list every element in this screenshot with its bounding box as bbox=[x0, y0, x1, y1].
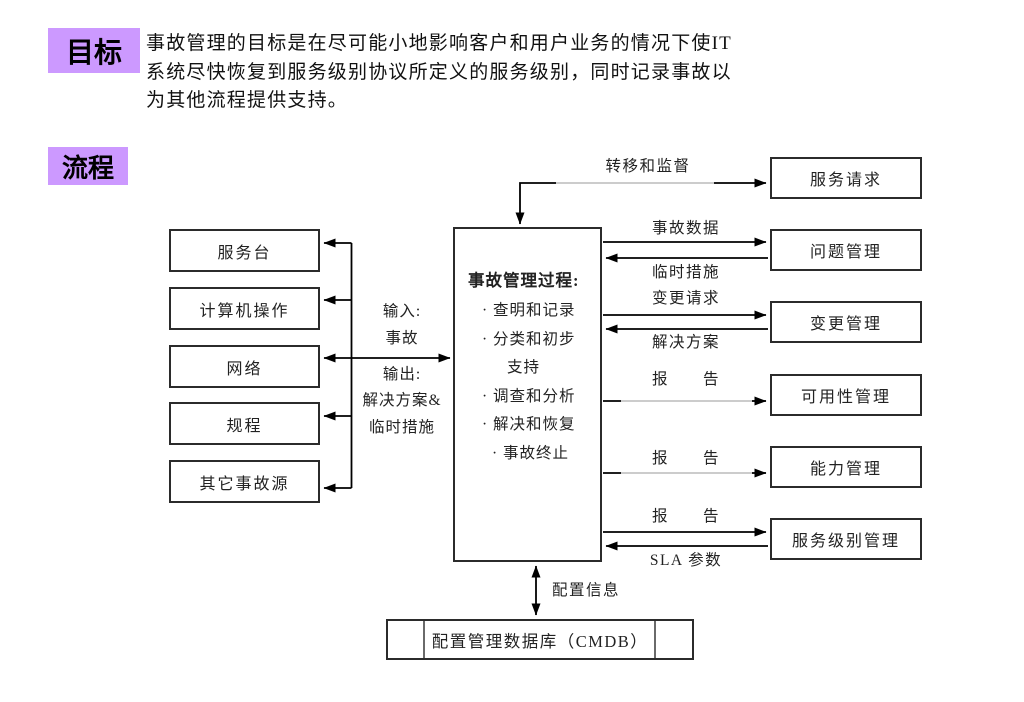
process-step-resolve: · 解决和恢复 bbox=[482, 416, 576, 433]
process-box-title: 事故管理过程: bbox=[468, 271, 580, 290]
process-step-investigate: · 调查和分析 bbox=[482, 387, 576, 405]
goal-paragraph: 事故管理的目标是在尽可能小地影响客户和用户业务的情况下使IT 系统尽快恢复到服务… bbox=[146, 30, 746, 116]
arrow-transfer-elbow bbox=[515, 182, 556, 225]
transfer-supervision-label: 转移和监督 bbox=[605, 158, 691, 175]
change-request-label: 变更请求 bbox=[651, 290, 720, 307]
cmdb-box: 配置管理数据库（CMDB） bbox=[386, 619, 694, 660]
availability-management-box: 可用性管理 bbox=[770, 374, 922, 416]
report-slm-label: 报 告 bbox=[651, 508, 720, 525]
output-item-solution-label: 解决方案& bbox=[362, 392, 442, 409]
config-info-label: 配置信息 bbox=[552, 582, 621, 599]
incident-management-process-box: 事故管理过程: · 查明和记录 · 分类和初步 支持 · 调查和分析 · 解决和… bbox=[453, 227, 602, 562]
service-request-box: 服务请求 bbox=[770, 157, 922, 199]
network-box: 网络 bbox=[169, 345, 320, 388]
solution-label: 解决方案 bbox=[651, 334, 720, 351]
input-title-label: 输入: bbox=[382, 303, 422, 320]
output-item-workaround-label: 临时措施 bbox=[368, 419, 435, 436]
problem-management-box: 问题管理 bbox=[770, 229, 922, 271]
goal-line-2: 系统尽快恢复到服务级别协议所定义的服务级别，同时记录事故以 bbox=[146, 61, 732, 83]
process-tag: 流程 bbox=[48, 147, 128, 185]
service-desk-box: 服务台 bbox=[169, 229, 320, 272]
change-management-box: 变更管理 bbox=[770, 301, 922, 343]
process-step-classify: · 分类和初步 bbox=[482, 330, 576, 348]
incident-data-label: 事故数据 bbox=[651, 220, 720, 237]
other-incident-sources-box: 其它事故源 bbox=[169, 460, 320, 503]
goal-tag: 目标 bbox=[48, 28, 140, 73]
process-step-close: · 事故终止 bbox=[492, 444, 570, 462]
capacity-management-box: 能力管理 bbox=[770, 446, 922, 488]
procedures-box: 规程 bbox=[169, 402, 320, 445]
input-item-label: 事故 bbox=[385, 330, 419, 347]
service-level-management-box: 服务级别管理 bbox=[770, 518, 922, 560]
goal-line-1: 事故管理的目标是在尽可能小地影响客户和用户业务的情况下使IT bbox=[146, 33, 732, 54]
process-step-identify: · 查明和记录 bbox=[482, 302, 576, 319]
report-capacity-label: 报 告 bbox=[651, 450, 720, 467]
computer-operations-box: 计算机操作 bbox=[169, 287, 320, 330]
sla-parameters-label: SLA 参数 bbox=[649, 552, 723, 569]
output-title-label: 输出: bbox=[382, 366, 422, 383]
temporary-measures-label: 临时措施 bbox=[651, 264, 720, 281]
report-availability-label: 报 告 bbox=[651, 371, 720, 388]
goal-line-3: 为其他流程提供支持。 bbox=[146, 90, 349, 111]
process-step-support: 支持 bbox=[507, 359, 541, 376]
